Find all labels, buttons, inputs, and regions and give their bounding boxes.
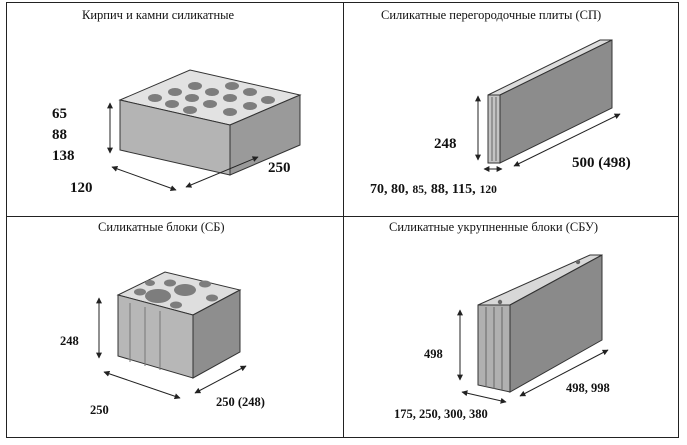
dim-slab-thickness-120: 120 bbox=[479, 184, 497, 196]
figure-frame bbox=[6, 2, 679, 438]
dim-slab-length: 500 (498) bbox=[572, 155, 631, 171]
dim-height-138: 138 bbox=[52, 148, 75, 164]
dim-width: 120 bbox=[70, 180, 93, 196]
dim-height-88: 88 bbox=[52, 127, 67, 143]
dim-slab-thickness-a: 70, 80, bbox=[370, 182, 409, 197]
dim-large-height: 498 bbox=[424, 347, 443, 361]
dim-block-width: 250 bbox=[90, 403, 109, 417]
dim-slab-thickness-85: 85, bbox=[412, 184, 427, 196]
dim-block-height: 248 bbox=[60, 334, 79, 348]
slab-drawing bbox=[475, 39, 621, 172]
dim-large-length: 498, 998 bbox=[566, 381, 610, 395]
brick-drawing bbox=[107, 69, 302, 191]
panel-title-partition-slabs: Силикатные перегородочные плиты (СП) bbox=[381, 8, 602, 22]
dim-length: 250 bbox=[268, 160, 291, 176]
vertical-divider bbox=[343, 3, 344, 437]
dim-slab-thickness: 70, 80, 85, 88, 115, 120 bbox=[370, 180, 497, 198]
panel-title-large-blocks: Силикатные укрупненные блоки (СБУ) bbox=[389, 220, 598, 234]
dim-slab-thickness-b: 88, 115, bbox=[430, 182, 476, 197]
panel-title-blocks: Силикатные блоки (СБ) bbox=[98, 220, 225, 234]
large-block-drawing bbox=[457, 254, 609, 404]
horizontal-divider bbox=[7, 216, 678, 217]
dim-block-length: 250 (248) bbox=[216, 395, 265, 409]
block-drawing bbox=[96, 271, 247, 400]
dim-large-thickness: 175, 250, 300, 380 bbox=[394, 407, 488, 421]
dim-height-65: 65 bbox=[52, 106, 67, 122]
dim-slab-height: 248 bbox=[434, 136, 457, 152]
panel-title-bricks: Кирпич и камни силикатные bbox=[82, 8, 235, 22]
